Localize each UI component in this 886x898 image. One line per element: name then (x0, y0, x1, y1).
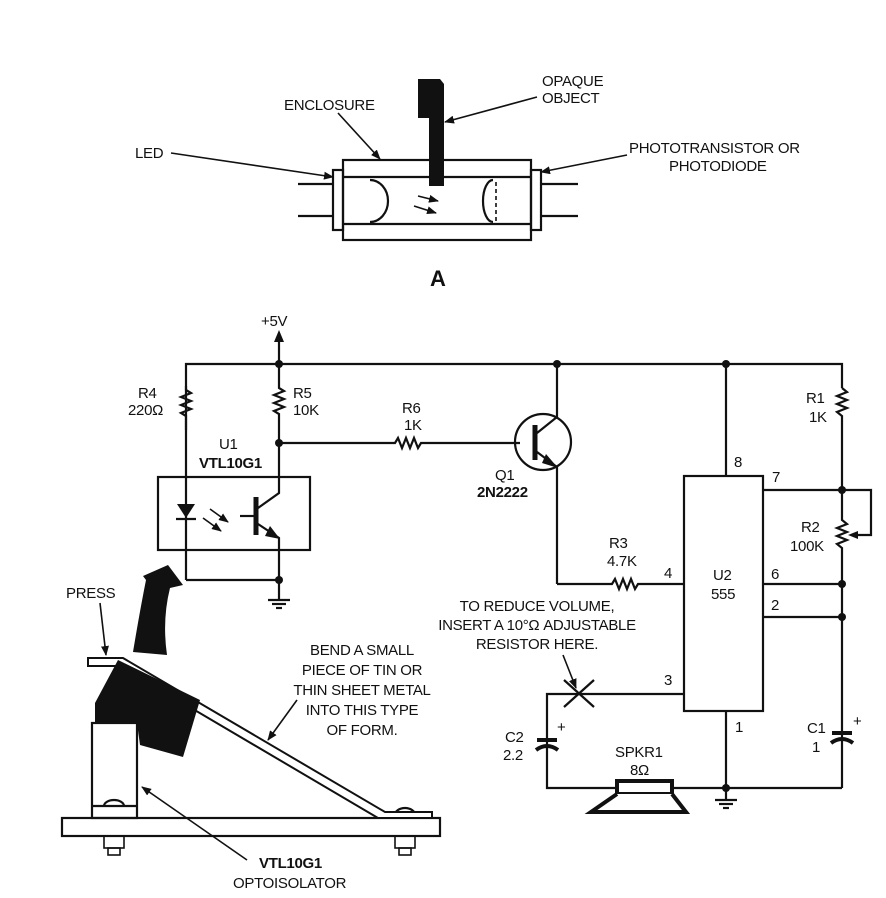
schematic: +5V R4 220Ω R5 10K R6 1K (128, 313, 873, 814)
u1-optoisolator: U1 VTL10G1 (156, 428, 312, 610)
volume-note-line-3: RESISTOR HERE. (476, 636, 598, 653)
light-rays-icon (413, 194, 439, 215)
panel-label: A (430, 266, 446, 291)
volume-note-line-1: TO REDUCE VOLUME, (460, 598, 615, 615)
u2-ref: U2 (713, 567, 732, 584)
detector-label-2: PHOTODIODE (669, 158, 767, 175)
ground-icon (268, 580, 290, 610)
led-diode-icon (177, 504, 195, 518)
q1-ref: Q1 (495, 467, 514, 484)
bend-note-line-4: INTO THIS TYPE (306, 702, 419, 719)
r2-value: 100K (790, 538, 824, 555)
r4-resistor-icon (178, 386, 194, 430)
r5-value: 10K (293, 402, 319, 419)
ground-icon (715, 798, 737, 810)
opaque-object-icon (418, 79, 444, 186)
supply-rail (184, 362, 844, 428)
enclosure-arrow (337, 112, 381, 160)
c1-value: 1 (812, 739, 820, 756)
supply-label: +5V (261, 313, 288, 330)
led-arrow (170, 152, 334, 180)
led-label: LED (135, 145, 164, 162)
spkr1-ref: SPKR1 (615, 744, 663, 761)
r4-ref: R4 (138, 385, 157, 402)
c1-ref: C1 (807, 720, 826, 737)
c1-polarity: + (853, 713, 862, 730)
spkr1-value: 8Ω (630, 762, 649, 779)
press-arrow-icon (133, 565, 183, 655)
r2-ref: R2 (801, 519, 820, 536)
phototransistor-icon (240, 443, 281, 580)
flap-block (95, 660, 200, 757)
u2-555-timer (682, 474, 765, 713)
detector-arrow (540, 154, 628, 175)
opaque-object-arrow (444, 96, 538, 124)
r3-value: 4.7K (607, 553, 637, 570)
bend-note-line-2: PIECE OF TIN OR (302, 662, 423, 679)
bend-note-line-3: THIN SHEET METAL (293, 682, 430, 699)
q1-transistor-icon (513, 364, 573, 584)
u2-value: 555 (711, 586, 735, 603)
r2-potentiometer-icon (834, 490, 850, 582)
optoisolator-arrow (141, 786, 248, 861)
mechanical-assembly: PRESS BEND A SMALL PIECE OF TIN OR THIN … (60, 565, 442, 892)
supply-arrow-icon (274, 330, 284, 342)
r3-ref: R3 (609, 535, 628, 552)
c2-polarity: + (557, 719, 566, 736)
led-lens-icon (369, 178, 390, 224)
opaque-object-label-1: OPAQUE (542, 73, 604, 90)
part-a-slotted-switch: LED ENCLOSURE OPAQUE OBJECT PHOTOTRANSIS… (135, 73, 801, 291)
volume-note-line-2: INSERT A 10°Ω ADJUSTABLE (438, 617, 636, 634)
pin-1: 1 (735, 719, 743, 736)
u1-ref: U1 (219, 436, 238, 453)
sheet-metal-lever (87, 657, 433, 819)
press-label: PRESS (66, 585, 116, 602)
detector-lens-icon (481, 178, 497, 224)
r1-resistor-icon (834, 387, 850, 490)
detector-label-1: PHOTOTRANSISTOR OR (629, 140, 800, 157)
r1-value: 1K (809, 409, 827, 426)
r4-value: 220Ω (128, 402, 163, 419)
r6-value: 1K (404, 417, 422, 434)
opaque-object-label-2: OBJECT (542, 90, 600, 107)
press-arrow (99, 602, 109, 656)
c2-ref: C2 (505, 729, 524, 746)
opto-label: OPTOISOLATOR (233, 875, 347, 892)
bolt-icon (103, 835, 125, 856)
opto-part-label: VTL10G1 (259, 855, 322, 872)
pin-2: 2 (771, 597, 779, 614)
r5-ref: R5 (293, 385, 312, 402)
bend-note-line-5: OF FORM. (327, 722, 398, 739)
pin-3: 3 (664, 672, 672, 689)
pin-8: 8 (734, 454, 742, 471)
r5-resistor-icon (271, 364, 287, 443)
c1-capacitor-icon (829, 731, 855, 745)
pin-6: 6 (771, 566, 779, 583)
r6-resistor-icon (279, 435, 520, 451)
pin-7: 7 (772, 469, 780, 486)
volume-note-arrow (562, 654, 577, 689)
c2-capacitor-icon (534, 738, 560, 752)
speaker-icon (584, 779, 691, 814)
r1-ref: R1 (806, 390, 825, 407)
pin-4: 4 (664, 565, 672, 582)
u1-value: VTL10G1 (199, 455, 262, 472)
bend-note-line-1: BEND A SMALL (310, 642, 414, 659)
opto-light-icon (202, 508, 229, 532)
q1-value: 2N2222 (477, 484, 528, 501)
r6-ref: R6 (402, 400, 421, 417)
enclosure-label: ENCLOSURE (284, 97, 375, 114)
r3-resistor-icon (557, 576, 684, 592)
bend-note-arrow (267, 699, 298, 741)
c2-value: 2.2 (503, 747, 523, 764)
